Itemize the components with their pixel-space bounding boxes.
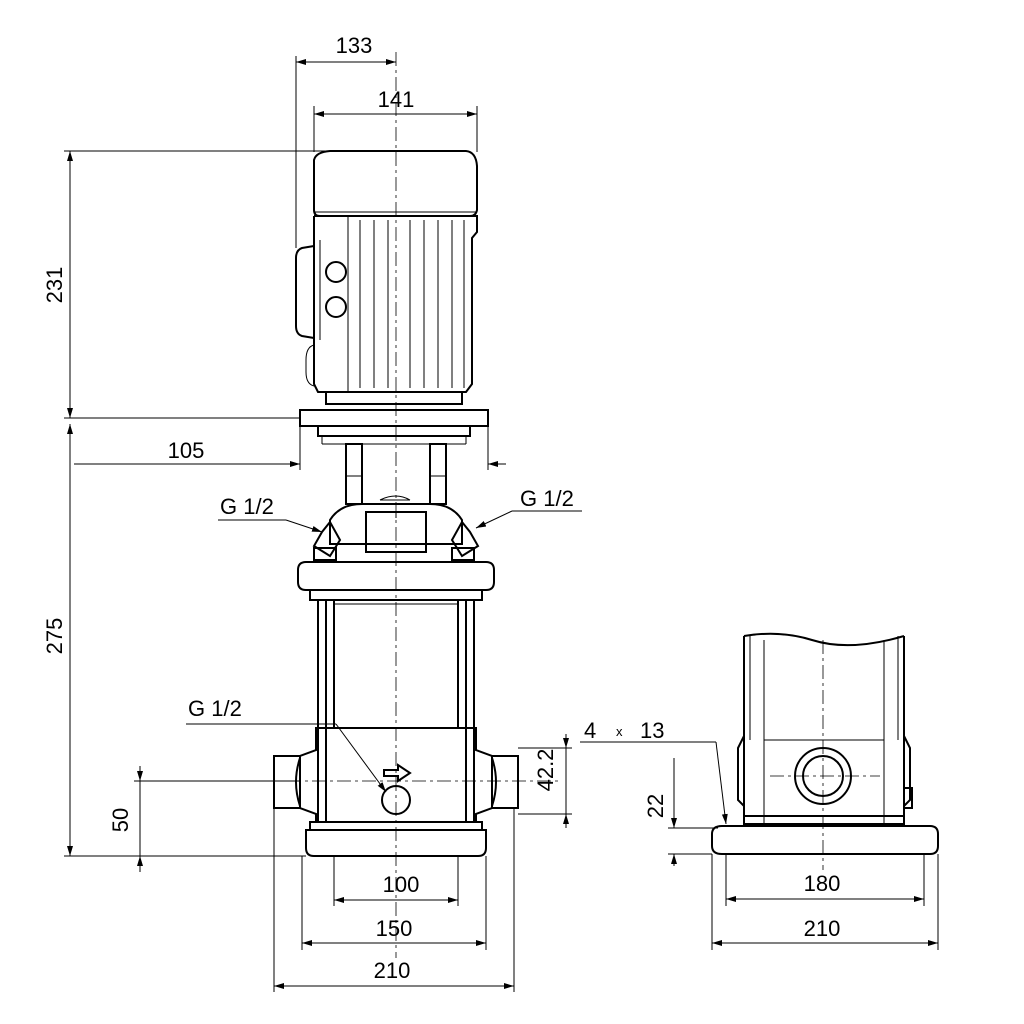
flow-direction-arrow-icon	[383, 763, 412, 783]
motor-fan-cover	[313, 150, 478, 217]
bolt-hole-times: x	[616, 724, 623, 739]
vent-plug-right	[450, 520, 480, 561]
cable-gland-icon	[325, 296, 347, 318]
dim-motor-height-231: 231	[42, 267, 67, 304]
dim-bolt-spacing-100: 100	[383, 872, 420, 897]
front-dimensions: 133 141 231 275 105 50 42.2	[42, 33, 582, 992]
vent-plug-left	[312, 520, 342, 561]
front-view	[212, 52, 560, 958]
dim-port-offset-42-2: 42.2	[533, 749, 558, 792]
dim-inlet-height-50: 50	[108, 808, 133, 832]
callout-vent-plug-right: G 1/2	[520, 486, 574, 511]
dim-flange-105: 105	[168, 438, 205, 463]
dim-base-width-210-front: 210	[374, 958, 411, 983]
dim-motor-width-133: 133	[336, 33, 373, 58]
motor-flange	[299, 392, 489, 445]
dim-base-150: 150	[376, 916, 413, 941]
dim-bolt-spacing-180: 180	[804, 871, 841, 896]
dim-base-width-210-side: 210	[804, 916, 841, 941]
callout-drain-plug: G 1/2	[188, 696, 242, 721]
bolt-hole-count: 4	[584, 718, 596, 743]
bolt-hole-size: 13	[640, 718, 664, 743]
dim-base-height-22: 22	[643, 794, 668, 818]
dim-pump-height-275: 275	[42, 618, 67, 655]
cable-gland-icon	[325, 261, 347, 283]
dim-fan-width-141: 141	[378, 87, 415, 112]
callout-vent-plug-left: G 1/2	[220, 494, 274, 519]
side-dimensions: 4 x 13 22 180 210	[580, 718, 939, 950]
side-drain-plug-icon	[903, 787, 913, 809]
terminal-box	[295, 240, 347, 387]
side-view	[711, 632, 939, 870]
motor-body	[313, 215, 478, 393]
